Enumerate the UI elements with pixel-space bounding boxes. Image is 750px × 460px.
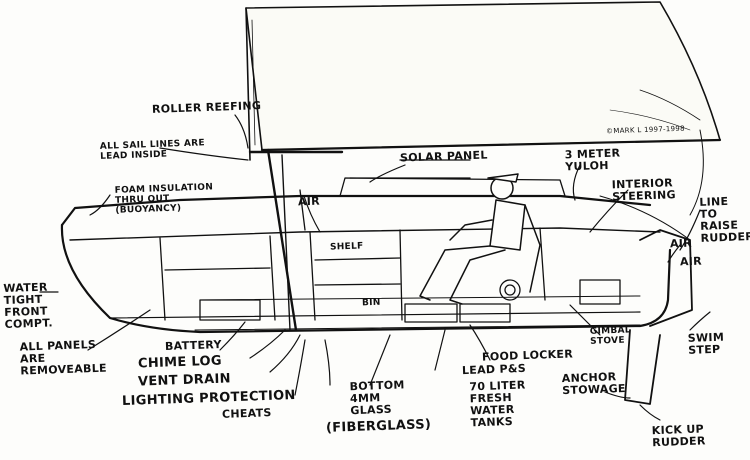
label-shelf: SHELF <box>329 241 364 253</box>
label-interior-steering: INTERIOR STEERING <box>611 176 677 204</box>
label-watertight-compartment: WATER TIGHT FRONT COMPT. <box>3 280 54 332</box>
label-air-3: AIR <box>679 254 703 269</box>
label-swim-step: SWIM STEP <box>687 330 725 357</box>
label-all-sail-lines: ALL SAIL LINES ARE LEAD INSIDE <box>99 138 206 162</box>
label-bin: BIN <box>361 297 381 309</box>
label-bottom-glass: BOTTOM 4MM GLASS <box>349 378 405 418</box>
label-foam-insulation: FOAM INSULATION THRU OUT (BUOYANCY) <box>114 182 214 216</box>
label-yuloh: 3 METER YULOH <box>564 146 621 174</box>
label-all-panels: ALL PANELS ARE REMOVEABLE <box>19 337 108 378</box>
label-air-1: AIR <box>297 194 321 209</box>
label-chime-log: CHIME LOG <box>137 353 223 372</box>
person <box>419 173 541 305</box>
callout-arrows <box>39 114 711 421</box>
label-lead-ps: LEAD P&S <box>461 361 527 378</box>
sail <box>245 1 722 161</box>
label-cheats: CHEATS <box>221 406 272 421</box>
hull <box>60 194 672 334</box>
label-kick-up-rudder: KICK UP RUDDER <box>651 422 706 450</box>
stern-rudder <box>599 129 704 405</box>
label-gimbal-stove: GIMBAL STOVE <box>589 325 632 347</box>
label-air-2: AIR <box>669 236 693 251</box>
label-anchor-stowage: ANCHOR STOWAGE <box>561 370 626 398</box>
label-battery: BATTERY <box>164 338 222 353</box>
mast <box>248 148 344 332</box>
cabin-structure <box>159 159 621 323</box>
label-line-raise-rudder: LINE TO RAISE RUDDER <box>699 194 750 245</box>
label-water-tanks: 70 LITER FRESH WATER TANKS <box>469 378 526 430</box>
